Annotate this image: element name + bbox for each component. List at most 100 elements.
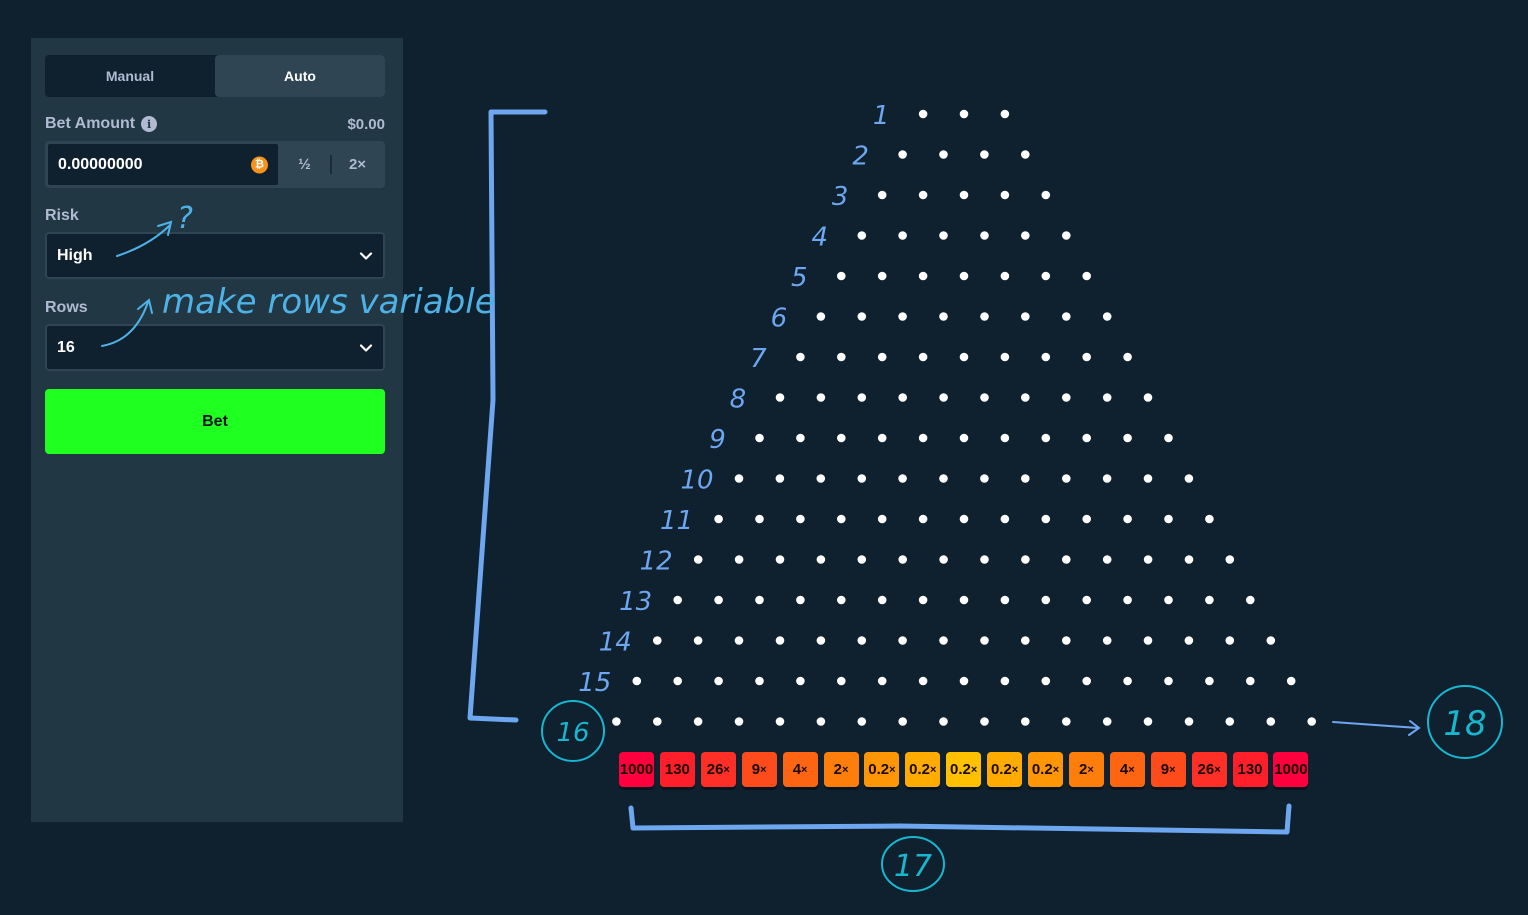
row-number-annotation: 13 <box>619 587 652 617</box>
multiplier-suffix: × <box>723 763 730 776</box>
half-bet-button[interactable]: ½ <box>298 156 311 173</box>
peg <box>1184 555 1194 564</box>
peg <box>1123 433 1132 443</box>
peg <box>1041 514 1051 524</box>
peg <box>898 150 907 159</box>
peg <box>1102 474 1112 483</box>
peg <box>734 474 744 483</box>
multiplier-value: 0.2 <box>990 761 1012 778</box>
peg <box>980 312 989 321</box>
row-number-annotation: 8 <box>730 385 747 415</box>
info-icon[interactable]: i <box>141 116 158 132</box>
multiplier-suffix: × <box>889 763 896 776</box>
peg <box>837 676 846 686</box>
multiplier-value: 0.2 <box>868 761 890 778</box>
mode-tabs: Manual Auto <box>45 55 385 97</box>
double-bet-button[interactable]: 2× <box>348 156 367 173</box>
peg <box>1062 636 1071 645</box>
peg <box>939 636 948 645</box>
multiplier-suffix: × <box>1128 763 1135 776</box>
peg <box>1041 676 1051 686</box>
multiplier-suffix: × <box>930 763 937 776</box>
peg <box>775 555 785 564</box>
multiplier-bucket: 26× <box>700 752 736 787</box>
tab-manual[interactable]: Manual <box>105 68 155 84</box>
peg <box>1082 676 1091 686</box>
peg <box>1123 352 1132 362</box>
peg <box>959 514 969 524</box>
peg <box>755 595 764 605</box>
peg <box>1143 393 1153 402</box>
multiplier-bucket: 4× <box>1109 752 1145 787</box>
peg <box>898 474 907 483</box>
peg <box>1041 352 1051 362</box>
peg <box>1082 352 1091 362</box>
peg <box>1021 231 1030 240</box>
divider <box>330 155 332 174</box>
peg <box>1041 271 1051 281</box>
row-number-annotation: 16 <box>556 718 589 748</box>
peg <box>1205 676 1214 686</box>
multiplier-bucket: 0.2× <box>987 752 1023 787</box>
bet-amount-input[interactable]: 0.00000000 ₿ <box>47 143 279 186</box>
peg <box>734 636 744 645</box>
peg <box>796 514 805 524</box>
peg <box>939 474 948 483</box>
peg <box>837 595 846 605</box>
multiplier-bucket: 0.2× <box>864 752 900 787</box>
multiplier-suffix: × <box>1052 763 1060 776</box>
peg <box>1000 109 1010 119</box>
peg <box>1082 514 1091 524</box>
peg <box>1000 676 1010 686</box>
peg <box>857 636 867 645</box>
peg <box>1062 717 1071 726</box>
row-number-annotation: 10 <box>681 466 714 496</box>
peg <box>837 514 846 524</box>
tab-auto[interactable]: Auto <box>215 55 385 97</box>
bet-button[interactable]: Bet <box>45 389 385 454</box>
peg <box>1164 676 1173 686</box>
peg <box>1184 474 1194 483</box>
peg <box>980 636 989 645</box>
peg <box>1246 676 1255 686</box>
peg <box>1164 595 1173 605</box>
peg <box>918 595 928 605</box>
peg <box>775 393 785 402</box>
peg <box>837 433 846 443</box>
peg <box>653 636 662 645</box>
bet-usd-value: $0.00 <box>347 116 385 133</box>
multiplier-value: 4 <box>792 761 802 778</box>
peg <box>1062 393 1071 402</box>
row-number-annotation: 12 <box>640 547 673 577</box>
peg <box>714 595 723 605</box>
peg <box>898 555 907 564</box>
peg <box>1000 190 1010 200</box>
risk-select[interactable]: High <box>45 232 385 279</box>
peg <box>775 717 785 726</box>
multiplier-bucket: 1000 <box>1273 752 1309 787</box>
rows-select[interactable]: 16 <box>45 324 385 371</box>
peg <box>980 150 989 159</box>
multiplier-bucket: 130 <box>1232 752 1268 787</box>
peg <box>1000 352 1010 362</box>
row-number-annotation: 6 <box>771 304 788 334</box>
peg <box>734 555 744 564</box>
peg <box>1225 717 1235 726</box>
peg <box>816 555 826 564</box>
row-number-annotation: 14 <box>599 628 632 658</box>
peg <box>1021 150 1030 159</box>
peg <box>877 271 887 281</box>
peg <box>959 352 969 362</box>
peg <box>837 271 846 281</box>
peg <box>1123 514 1132 524</box>
peg <box>1102 717 1112 726</box>
peg <box>1143 555 1153 564</box>
peg <box>1266 717 1276 726</box>
risk-select-value: High <box>57 246 93 264</box>
multiplier-suffix: × <box>1011 763 1019 776</box>
peg <box>898 636 907 645</box>
multiplier-bucket: 1000 <box>619 752 654 787</box>
multiplier-value: 0.2 <box>950 761 971 778</box>
peg <box>1102 555 1112 564</box>
